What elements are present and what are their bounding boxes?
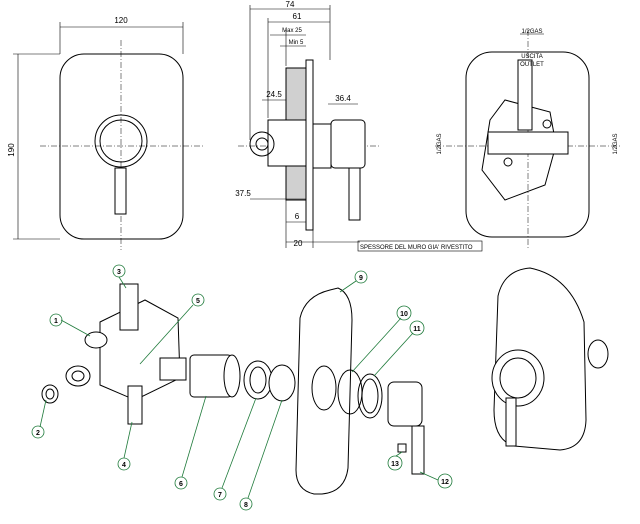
side-sleeve — [312, 123, 332, 169]
part-label-5: 5 — [196, 298, 200, 305]
dim-74: 74 — [286, 0, 295, 9]
rear-view: 1/2GAS USCITA OUTLET 1/2GAS 1/2GAS — [435, 29, 620, 250]
dim-36-4: 36.4 — [335, 94, 351, 103]
dim-24-5: 24.5 — [266, 90, 282, 99]
front-handle-outer — [94, 114, 148, 168]
dim-max25: Max 25 — [282, 28, 302, 34]
exploded-handle — [387, 381, 423, 427]
side-lever — [348, 167, 361, 221]
wall-thickness-note: SPESSORE DEL MURO GIA' RIVESTITO — [360, 245, 473, 251]
front-lever — [114, 167, 127, 215]
dim-37-5: 37.5 — [235, 189, 251, 198]
rear-right-label: 1/2GAS — [613, 133, 619, 154]
rear-valve-body — [481, 99, 557, 201]
lever-12 — [411, 425, 425, 475]
rear-plate — [465, 51, 590, 238]
part-label-1: 1 — [54, 318, 58, 325]
cartridge — [159, 357, 187, 381]
side-fitting — [65, 365, 91, 387]
rear-left-label: 1/2GAS — [437, 133, 443, 154]
part-label-9: 9 — [359, 275, 363, 282]
outlet-label-en: OUTLET — [520, 62, 544, 68]
part-label-12: 12 — [441, 479, 449, 486]
dim-min5: Min 5 — [289, 40, 304, 46]
rear-cross-pipe — [487, 131, 569, 155]
dim-width: 120 — [114, 16, 128, 25]
front-plate — [59, 53, 184, 240]
exploded-view — [41, 267, 609, 495]
part-label-6: 6 — [179, 481, 183, 488]
bottom-port — [127, 385, 143, 425]
front-view: 120 190 — [7, 16, 205, 250]
ring-8 — [268, 364, 296, 402]
assembled-lever — [505, 397, 517, 447]
dim-height: 190 — [7, 143, 16, 157]
side-plate — [305, 59, 314, 231]
inlet-nut — [41, 384, 59, 404]
inlet-fitting — [249, 131, 275, 157]
rear-top-label: 1/2GAS — [521, 29, 542, 35]
part-label-3: 3 — [117, 269, 121, 276]
left-fitting — [84, 331, 108, 349]
front-handle-inner — [99, 119, 143, 163]
side-view: 74 61 Max 25 Min 5 24.5 36.4 37.5 6 20 S… — [235, 0, 483, 252]
part-labels: 1 2 3 4 5 6 7 8 9 10 11 12 — [31, 264, 453, 511]
exploded-valve-body — [99, 299, 181, 401]
part-label-4: 4 — [122, 462, 126, 469]
part-label-7: 7 — [218, 492, 222, 499]
part-label-10: 10 — [400, 311, 408, 318]
side-handle — [330, 119, 366, 169]
part-label-13: 13 — [391, 461, 399, 468]
dim-20: 20 — [294, 239, 303, 248]
part-label-11: 11 — [413, 326, 421, 333]
outlet-label-it: USCITA — [521, 54, 543, 60]
ring-11 — [357, 373, 383, 419]
cover-plate-9 — [295, 287, 353, 495]
part-label-2: 2 — [36, 430, 40, 437]
screw-13 — [397, 443, 407, 453]
dim-6: 6 — [295, 212, 300, 221]
dim-61: 61 — [293, 12, 302, 21]
rear-outlet-pipe — [517, 59, 533, 131]
part-label-8: 8 — [244, 502, 248, 509]
top-port — [119, 283, 139, 331]
assembled-fitting — [587, 339, 609, 369]
